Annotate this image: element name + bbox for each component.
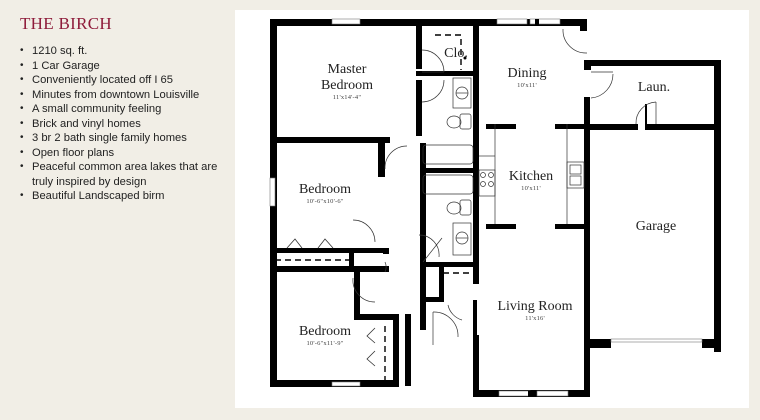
room-name: Bedroom	[298, 182, 352, 197]
room-label-master-bedroom: Master Bedroom 11'x14'-4"	[321, 62, 373, 102]
feature-item: 1210 sq. ft.	[20, 44, 232, 59]
room-label-garage: Garage	[636, 219, 676, 235]
room-label-closet: Clo.	[444, 46, 468, 62]
feature-item: Peaceful common area lakes that are trul…	[20, 160, 232, 189]
feature-item: 1 Car Garage	[20, 59, 232, 74]
room-name: Laun.	[637, 80, 671, 95]
room-name: Bedroom	[298, 324, 352, 339]
feature-item: A small community feeling	[20, 102, 232, 117]
room-name: Clo.	[444, 46, 468, 61]
room-name: Master	[327, 62, 367, 77]
room-label-dining: Dining 10'x11'	[508, 66, 547, 90]
room-dimensions: 10'-6"x10'-6"	[306, 198, 344, 205]
feature-list: 1210 sq. ft. 1 Car Garage Conveniently l…	[20, 44, 232, 204]
room-dimensions: 10'-6"x11'-9"	[306, 340, 344, 347]
room-name: Garage	[635, 219, 677, 234]
floor-plan: Master Bedroom 11'x14'-4" Clo. Dining 10…	[235, 10, 749, 408]
room-dimensions: 10'x11'	[521, 185, 541, 192]
room-dimensions: 11'x16'	[525, 315, 545, 322]
room-name: Bedroom	[320, 78, 374, 93]
floor-plan-drawing	[269, 18, 721, 397]
feature-item: Brick and vinyl homes	[20, 117, 232, 132]
listing-title: THE BIRCH	[20, 14, 112, 33]
feature-item: Beautiful Landscaped birm	[20, 189, 232, 204]
room-label-living-room: Living Room 11'x16'	[497, 299, 572, 323]
room-dimensions: 11'x14'-4"	[332, 94, 362, 101]
room-label-bedroom-2: Bedroom 10'-6"x10'-6"	[299, 182, 351, 206]
feature-item: Conveniently located off I 65	[20, 73, 232, 88]
room-name: Living Room	[497, 299, 573, 314]
room-label-kitchen: Kitchen 10'x11'	[509, 169, 553, 193]
room-name: Dining	[507, 66, 547, 81]
listing-info-panel: THE BIRCH 1210 sq. ft. 1 Car Garage Conv…	[0, 0, 232, 420]
room-dimensions: 10'x11'	[517, 82, 537, 89]
room-name: Kitchen	[508, 169, 554, 184]
feature-item: 3 br 2 bath single family homes	[20, 131, 232, 146]
room-label-laundry: Laun.	[638, 80, 670, 96]
feature-item: Open floor plans	[20, 146, 232, 161]
feature-item: Minutes from downtown Louisville	[20, 88, 232, 103]
room-label-bedroom-3: Bedroom 10'-6"x11'-9"	[299, 324, 351, 348]
